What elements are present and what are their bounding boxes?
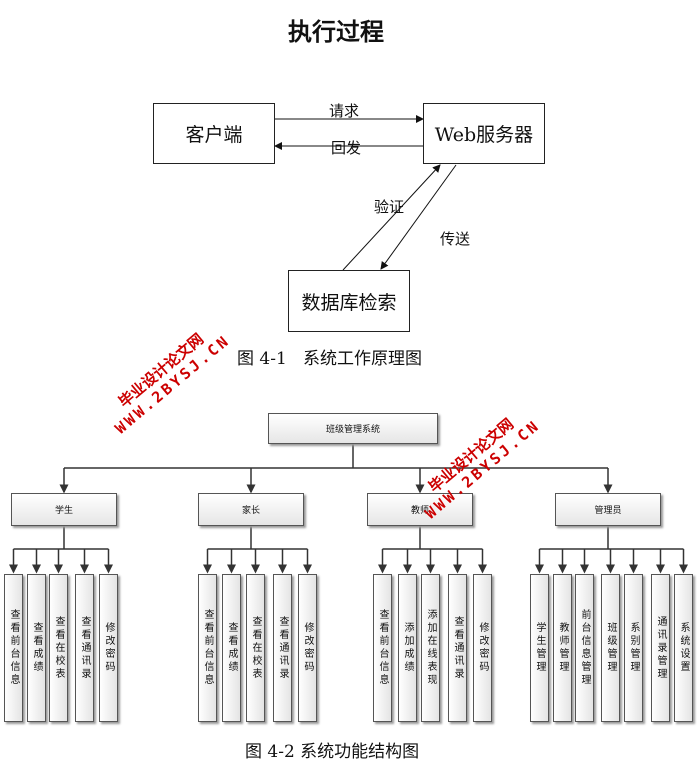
group-node: 教师 [367, 493, 473, 526]
leaf-node: 查看通讯录 [448, 574, 467, 722]
leaf-node: 修改密码 [99, 574, 118, 722]
response-label: 回发 [331, 139, 362, 157]
leaf-node: 查看在校表 [246, 574, 265, 722]
figure-1-caption: 图 4-1 系统工作原理图 [237, 349, 422, 369]
leaf-node: 查看前台信息 [4, 574, 23, 722]
figure-2-caption: 图 4-2 系统功能结构图 [245, 742, 420, 762]
root-node: 班级管理系统 [268, 413, 438, 444]
transfer-label: 传送 [440, 230, 471, 248]
group-node: 学生 [11, 493, 117, 526]
leaf-node: 系别管理 [624, 574, 643, 722]
database-box: 数据库检索 [288, 270, 410, 332]
leaf-node: 通讯录管理 [651, 574, 670, 722]
leaf-node: 查看前台信息 [198, 574, 217, 722]
tree-connectors [9, 444, 688, 574]
leaf-node: 教师管理 [553, 574, 572, 722]
group-node: 家长 [198, 493, 304, 526]
leaf-node: 修改密码 [298, 574, 317, 722]
leaf-node: 查看前台信息 [373, 574, 392, 722]
leaf-node: 查看在校表 [49, 574, 68, 722]
leaf-node: 添加成绩 [398, 574, 417, 722]
leaf-node: 查看通讯录 [75, 574, 94, 722]
leaf-node: 修改密码 [473, 574, 492, 722]
leaf-node: 学生管理 [530, 574, 549, 722]
leaf-node: 班级管理 [601, 574, 620, 722]
group-node: 管理员 [555, 493, 661, 526]
verify-label: 验证 [374, 198, 405, 216]
leaf-node: 查看成绩 [27, 574, 46, 722]
leaf-node: 前台信息管理 [575, 574, 594, 722]
leaf-node: 系统设置 [674, 574, 693, 722]
verify-arrow [342, 164, 441, 271]
web-server-box: Web服务器 [423, 103, 545, 164]
request-label: 请求 [329, 102, 360, 120]
transfer-arrow [380, 164, 457, 270]
leaf-node: 添加在线表现 [421, 574, 440, 722]
leaf-node: 查看通讯录 [273, 574, 292, 722]
page-title: 执行过程 [288, 18, 384, 46]
leaf-node: 查看成绩 [222, 574, 241, 722]
client-box: 客户端 [153, 103, 275, 164]
